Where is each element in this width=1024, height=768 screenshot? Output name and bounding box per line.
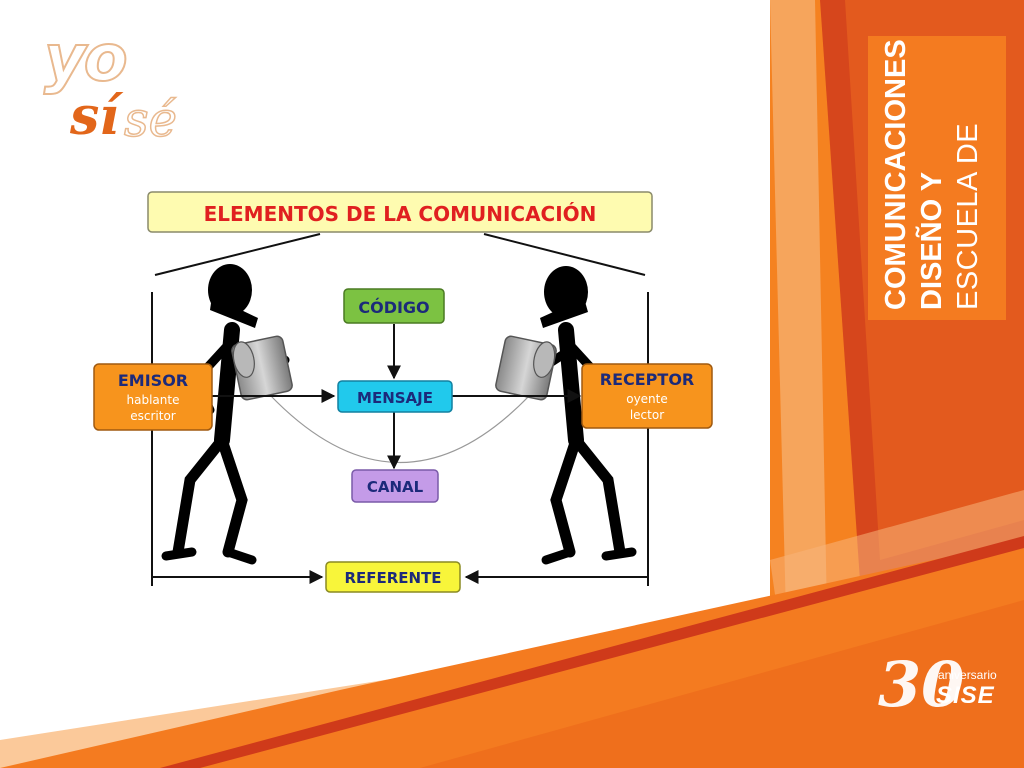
anniversary-number: 30	[878, 648, 965, 721]
receptor-box: RECEPTOR oyente lector	[581, 363, 713, 429]
roof-line-right	[483, 233, 646, 276]
receptor-cup	[495, 335, 557, 401]
receptor-sub1: oyente	[626, 392, 668, 406]
referente-box: REFERENTE	[325, 561, 461, 593]
codigo-label: CÓDIGO	[358, 298, 429, 317]
receptor-sub2: lector	[630, 408, 664, 422]
canal-box: CANAL	[351, 469, 439, 503]
diagram-title: ELEMENTOS DE LA COMUNICACIÓN	[204, 202, 597, 226]
emisor-cup	[231, 335, 293, 401]
logo-se: sé	[123, 91, 178, 149]
logo-si: sí	[70, 86, 120, 147]
receptor-label: RECEPTOR	[600, 370, 694, 389]
codigo-box: CÓDIGO	[343, 288, 445, 324]
logo-yo: yo	[43, 21, 129, 97]
anniversary-logo: 30 aniversario SISE	[872, 648, 1012, 730]
referente-label: REFERENTE	[344, 569, 441, 587]
title-box: ELEMENTOS DE LA COMUNICACIÓN	[147, 191, 653, 233]
bg-bottom-deep	[420, 600, 1024, 768]
mensaje-box: MENSAJE	[337, 380, 453, 413]
canal-label: CANAL	[367, 478, 424, 496]
school-name-panel: COMUNICACIONES DISEÑO Y ESCUELA DE	[868, 36, 1006, 320]
emisor-box: EMISOR hablante escritor	[93, 363, 213, 431]
bg-bottom-red-line	[160, 536, 1024, 768]
emisor-sub1: hablante	[127, 393, 180, 407]
emisor-label: EMISOR	[118, 371, 188, 390]
mensaje-label: MENSAJE	[357, 389, 433, 407]
anniversary-brand: SISE	[936, 682, 995, 709]
yo-si-se-logo: yo sí sé	[40, 21, 200, 158]
roof-line-left	[154, 233, 321, 276]
emisor-sub2: escritor	[130, 409, 176, 423]
anniversary-word: aniversario	[938, 668, 997, 682]
